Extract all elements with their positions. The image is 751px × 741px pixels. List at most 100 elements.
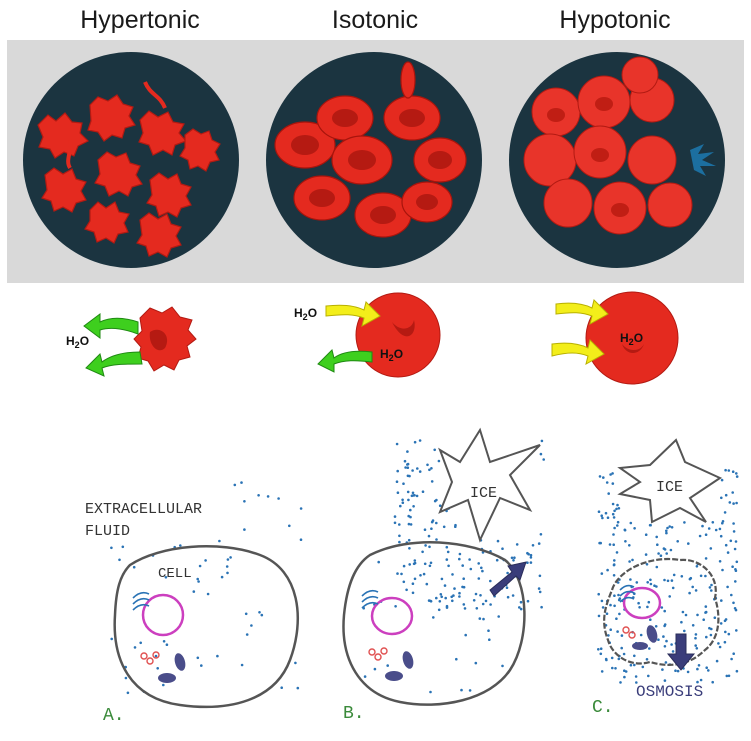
water-dot (204, 559, 207, 562)
water-dot (724, 620, 727, 623)
water-dot (464, 634, 467, 637)
water-dot (607, 492, 610, 495)
water-dot (664, 623, 667, 626)
water-dot (419, 470, 422, 473)
hypertonic-dish (23, 52, 239, 268)
water-dot (250, 624, 253, 627)
water-dot (497, 540, 500, 543)
water-dot (633, 664, 636, 667)
water-dot (197, 657, 200, 660)
biconcave-cell (414, 138, 466, 182)
water-dot (665, 552, 668, 555)
water-dot (600, 647, 603, 650)
water-dot (732, 502, 735, 505)
water-dot (624, 540, 627, 543)
water-dot (234, 484, 237, 487)
water-dot (241, 664, 244, 667)
water-dot (683, 521, 686, 524)
water-dot (216, 655, 219, 658)
h2o-label: H2O (66, 334, 89, 350)
water-dot (730, 658, 733, 661)
fluid-label: FLUID (85, 523, 130, 540)
water-dot (720, 622, 723, 625)
water-dot (609, 604, 612, 607)
water-dot (408, 523, 411, 526)
water-dot (735, 569, 738, 572)
water-dot (399, 505, 402, 508)
water-dot (719, 528, 722, 531)
green-out-arrow (86, 352, 142, 376)
water-dot (646, 658, 649, 661)
water-dot (110, 638, 113, 641)
water-dot (611, 657, 614, 660)
water-dot (664, 679, 667, 682)
water-dot (540, 606, 543, 609)
water-dot (520, 601, 523, 604)
water-dot (400, 573, 403, 576)
water-dot (438, 460, 441, 463)
water-dot (408, 539, 411, 542)
water-dot (246, 633, 249, 636)
water-dot (619, 681, 622, 684)
water-dot (277, 497, 280, 500)
water-dot (649, 579, 652, 582)
water-dot (710, 634, 713, 637)
water-dot (512, 559, 515, 562)
water-dot (663, 610, 666, 613)
water-dot (696, 668, 699, 671)
water-dot (701, 525, 704, 528)
water-dot (624, 529, 627, 532)
water-dot (736, 561, 739, 564)
water-dot (229, 556, 232, 559)
water-dot (405, 589, 408, 592)
water-dot (424, 563, 427, 566)
water-dot (426, 464, 429, 467)
biconcave-cell (332, 136, 392, 184)
water-dot (670, 643, 673, 646)
water-dot (539, 591, 542, 594)
water-dot (717, 642, 720, 645)
water-dot (732, 652, 735, 655)
swollen-cell (524, 134, 576, 186)
water-dot (473, 599, 476, 602)
water-dot (506, 586, 509, 589)
water-dot (668, 525, 671, 528)
water-dot (719, 646, 722, 649)
water-dot (656, 566, 659, 569)
water-dot (695, 589, 698, 592)
water-dot (735, 472, 738, 475)
water-dot (412, 505, 415, 508)
water-dot (657, 552, 660, 555)
water-dot (166, 643, 169, 646)
isotonic-dish (266, 52, 482, 268)
water-dot (681, 575, 684, 578)
water-dot (691, 586, 694, 589)
water-dot (479, 617, 482, 620)
water-dot (258, 611, 261, 614)
water-dot (720, 535, 723, 538)
water-dot (712, 521, 715, 524)
water-dot (612, 533, 615, 536)
water-dot (617, 521, 620, 524)
water-dot (435, 499, 438, 502)
water-dot (538, 542, 541, 545)
water-dot (620, 647, 623, 650)
water-dot (628, 544, 631, 547)
water-dot (735, 502, 738, 505)
water-dot (642, 666, 645, 669)
water-dot (662, 635, 665, 638)
water-dot (672, 650, 675, 653)
water-dot (179, 544, 182, 547)
water-dot (633, 527, 636, 530)
water-dot (489, 603, 492, 606)
water-dot (613, 516, 616, 519)
water-dot (663, 547, 666, 550)
water-dot (676, 540, 679, 543)
water-dot (414, 441, 417, 444)
water-dot (618, 658, 621, 661)
water-dot (396, 443, 399, 446)
swollen-cell (628, 136, 676, 184)
water-dot (409, 509, 412, 512)
water-dot (444, 584, 447, 587)
water-dot (597, 648, 600, 651)
